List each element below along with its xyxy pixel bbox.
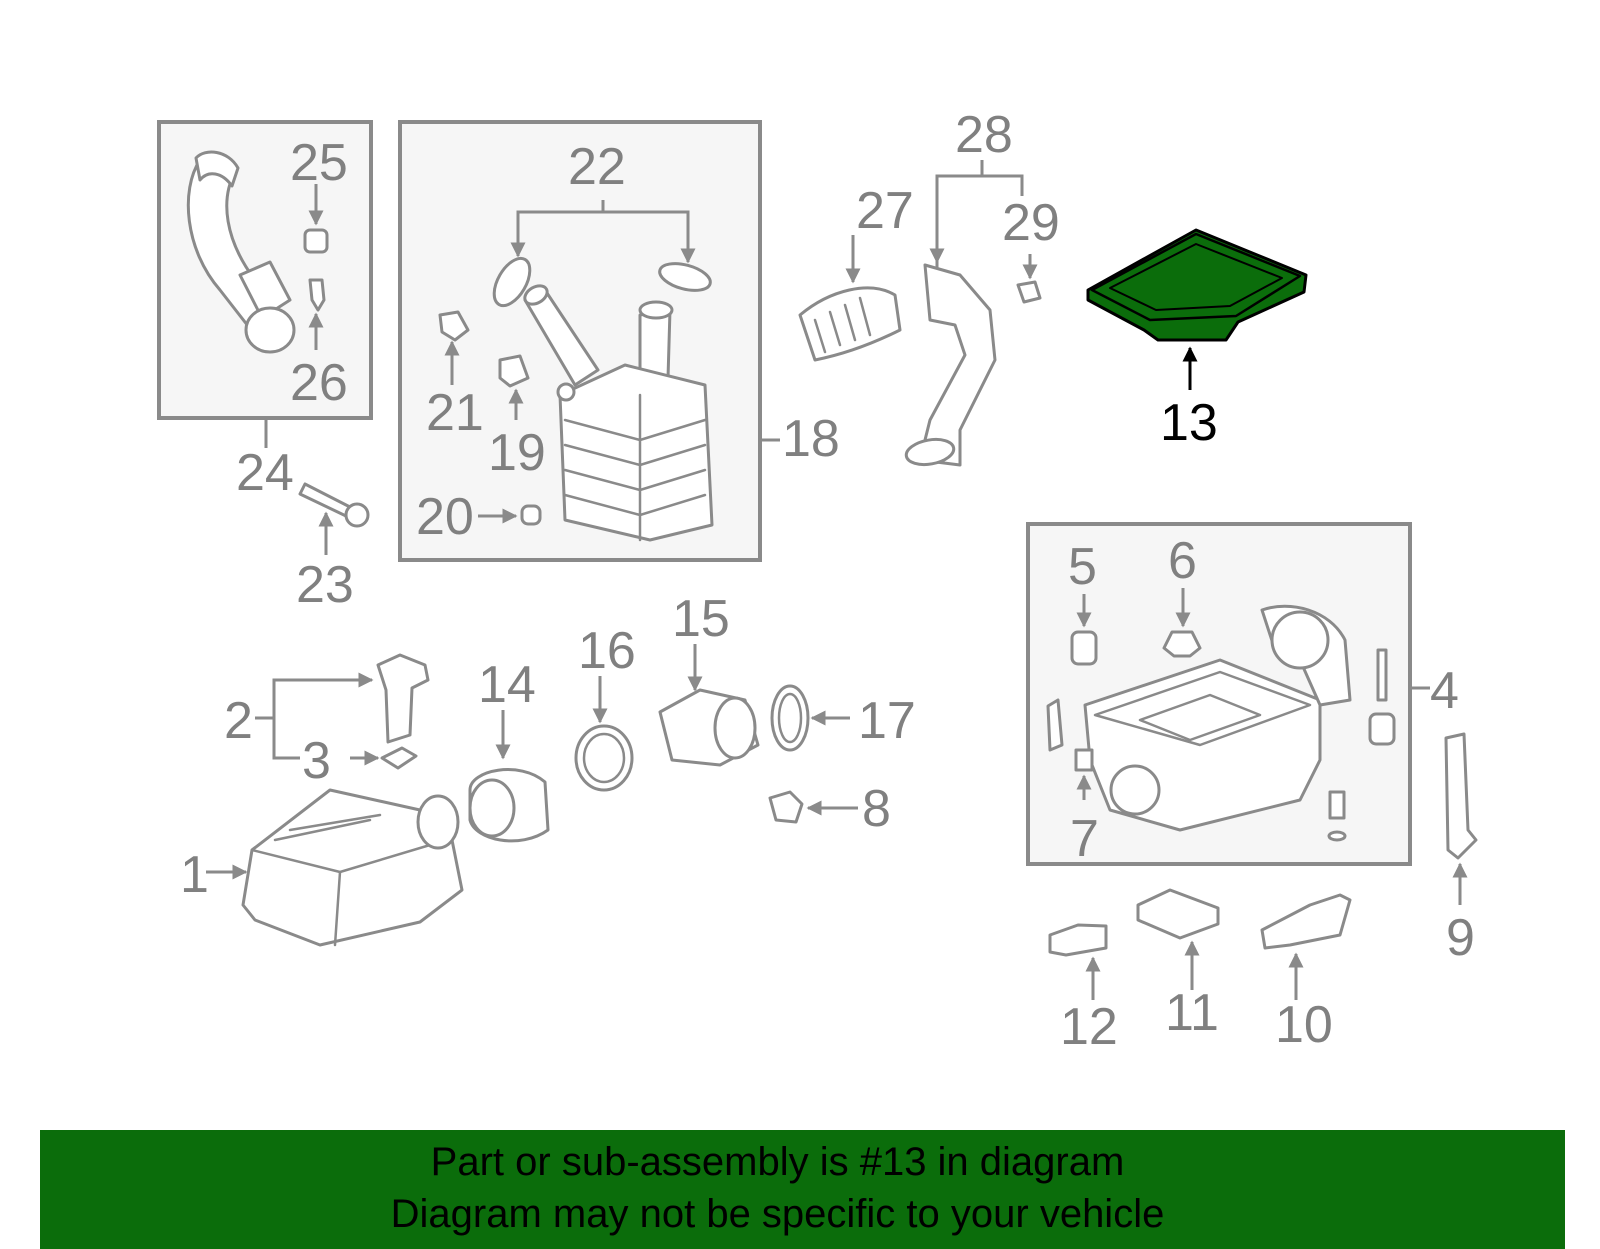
grommet-part-8[interactable] <box>768 790 804 824</box>
label-22: 22 <box>568 138 626 196</box>
label-18: 18 <box>782 410 840 468</box>
label-24: 24 <box>236 444 294 502</box>
label-29: 29 <box>1002 194 1060 252</box>
footer-line-2: Diagram may not be specific to your vehi… <box>390 1192 1165 1236</box>
clamp-part-17[interactable] <box>770 684 810 752</box>
gasket-part-22a[interactable] <box>487 252 537 311</box>
label-2: 2 <box>224 692 253 750</box>
bracket-part-11[interactable] <box>1136 888 1220 940</box>
footer-line-1: Part or sub-assembly is #13 in diagram <box>430 1140 1125 1184</box>
label-5: 5 <box>1068 538 1097 596</box>
bolt-part-23[interactable] <box>298 482 352 518</box>
label-25: 25 <box>290 134 348 192</box>
intercooler-part[interactable] <box>558 363 714 542</box>
clip-part-26[interactable] <box>308 278 326 312</box>
label-15: 15 <box>672 590 730 648</box>
sensor-part-2[interactable] <box>376 653 430 744</box>
bracket-part-9[interactable] <box>1444 732 1478 860</box>
label-16: 16 <box>578 622 636 680</box>
label-9: 9 <box>1446 909 1475 967</box>
label-27: 27 <box>856 182 914 240</box>
label-20: 20 <box>416 488 474 546</box>
highlighted-part-13[interactable] <box>1086 228 1308 342</box>
label-14: 14 <box>478 656 536 714</box>
label-11: 11 <box>1165 984 1219 1042</box>
bracket-part-10[interactable] <box>1260 893 1352 950</box>
label-17: 17 <box>858 692 916 750</box>
clip-part-21[interactable] <box>438 310 470 342</box>
clip-part-29[interactable] <box>1016 280 1042 304</box>
bracket-part-12[interactable] <box>1048 923 1108 957</box>
group-box-18: 22 21 19 20 <box>398 120 762 562</box>
label-28: 28 <box>955 106 1013 164</box>
label-1: 1 <box>180 846 209 904</box>
label-23: 23 <box>296 556 354 614</box>
clip-part-25[interactable] <box>303 228 329 254</box>
grommet-part-5[interactable] <box>1070 630 1098 666</box>
cap-part-19[interactable] <box>498 354 530 388</box>
label-4: 4 <box>1430 662 1459 720</box>
duct-part-28[interactable] <box>918 263 997 467</box>
grommet-part-6[interactable] <box>1162 630 1202 658</box>
label-21: 21 <box>426 384 484 442</box>
group-box-24: 25 26 <box>157 120 373 420</box>
group-box-4: 5 6 7 <box>1026 522 1412 868</box>
label-3: 3 <box>302 732 331 790</box>
label-7: 7 <box>1070 810 1099 868</box>
clip-part-7[interactable] <box>1074 748 1094 772</box>
label-8: 8 <box>862 780 891 838</box>
label-12: 12 <box>1060 998 1118 1056</box>
label-6: 6 <box>1168 532 1197 590</box>
label-13: 13 <box>1160 394 1218 452</box>
cap-part-20[interactable] <box>520 504 542 526</box>
bolt-part-4a[interactable] <box>1376 648 1388 702</box>
footer-banner: Part or sub-assembly is #13 in diagram D… <box>40 1130 1565 1249</box>
gasket-part-3[interactable] <box>380 746 418 770</box>
label-10: 10 <box>1275 996 1333 1054</box>
label-19: 19 <box>488 424 546 482</box>
label-26: 26 <box>290 354 348 412</box>
